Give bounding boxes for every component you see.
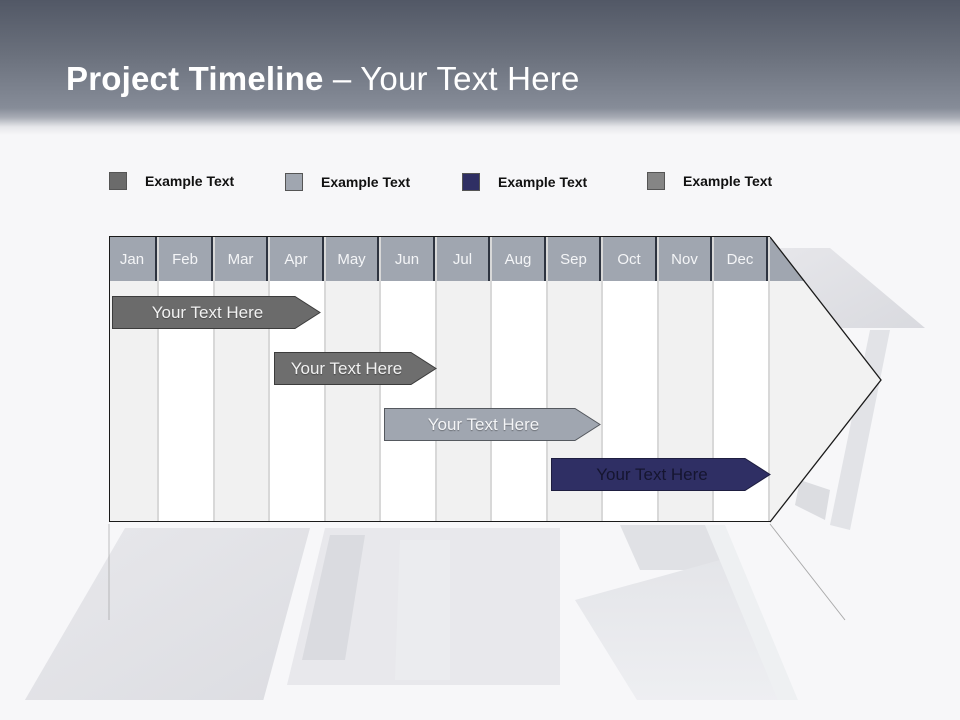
legend-swatch-light-gray (285, 173, 303, 191)
title-band (0, 0, 960, 135)
task-bar-3[interactable]: Your Text Here (384, 408, 601, 441)
month-header: Apr (270, 237, 324, 281)
legend-label: Example Text (498, 174, 588, 190)
task-bar-2[interactable]: Your Text Here (274, 352, 437, 385)
title-bold: Project Timeline (66, 60, 324, 97)
month-header: May (326, 237, 379, 281)
month-header: Sep (548, 237, 601, 281)
month-header: Dec (714, 237, 768, 281)
month-header: Nov (659, 237, 712, 281)
task-bar-4[interactable]: Your Text Here (551, 458, 771, 491)
chevron-arrow-shape (384, 408, 601, 441)
month-column-jan: Jan (109, 237, 159, 522)
title-subtitle: – Your Text Here (323, 60, 580, 97)
month-header: Oct (603, 237, 657, 281)
task-bar-label: Your Text Here (290, 358, 403, 378)
legend-swatch-navy (462, 173, 480, 191)
task-bar-label: Your Text Here (151, 302, 264, 322)
month-header: Mar (215, 237, 268, 281)
chevron-arrow-shape (274, 352, 437, 385)
legend-label: Example Text (321, 174, 411, 190)
month-column-aug: Aug (492, 237, 548, 522)
page-title: Project Timeline – Your Text Here (66, 60, 580, 98)
chevron-arrow-shape (551, 458, 771, 491)
legend-swatch-dark-gray (109, 172, 127, 190)
task-bar-label: Your Text Here (596, 464, 708, 484)
legend-item-1: Example Text (109, 170, 234, 192)
month-header: Feb (159, 237, 213, 281)
month-column-mar: Mar (215, 237, 270, 522)
month-column-feb: Feb (159, 237, 215, 522)
legend-label: Example Text (683, 173, 773, 189)
chevron-arrow-shape (112, 296, 321, 329)
month-column-jul: Jul (437, 237, 492, 522)
month-header: Aug (492, 237, 546, 281)
month-header: Jul (437, 237, 490, 281)
task-bar-1[interactable]: Your Text Here (112, 296, 321, 329)
legend-item-4: Example Text (647, 170, 772, 192)
month-header: Jun (381, 237, 435, 281)
legend-swatch-gray (647, 172, 665, 190)
task-bar-label: Your Text Here (427, 414, 540, 434)
legend-label: Example Text (145, 173, 235, 189)
month-header: Jan (109, 237, 157, 281)
legend-item-3: Example Text (462, 171, 587, 193)
legend-item-2: Example Text (285, 171, 410, 193)
